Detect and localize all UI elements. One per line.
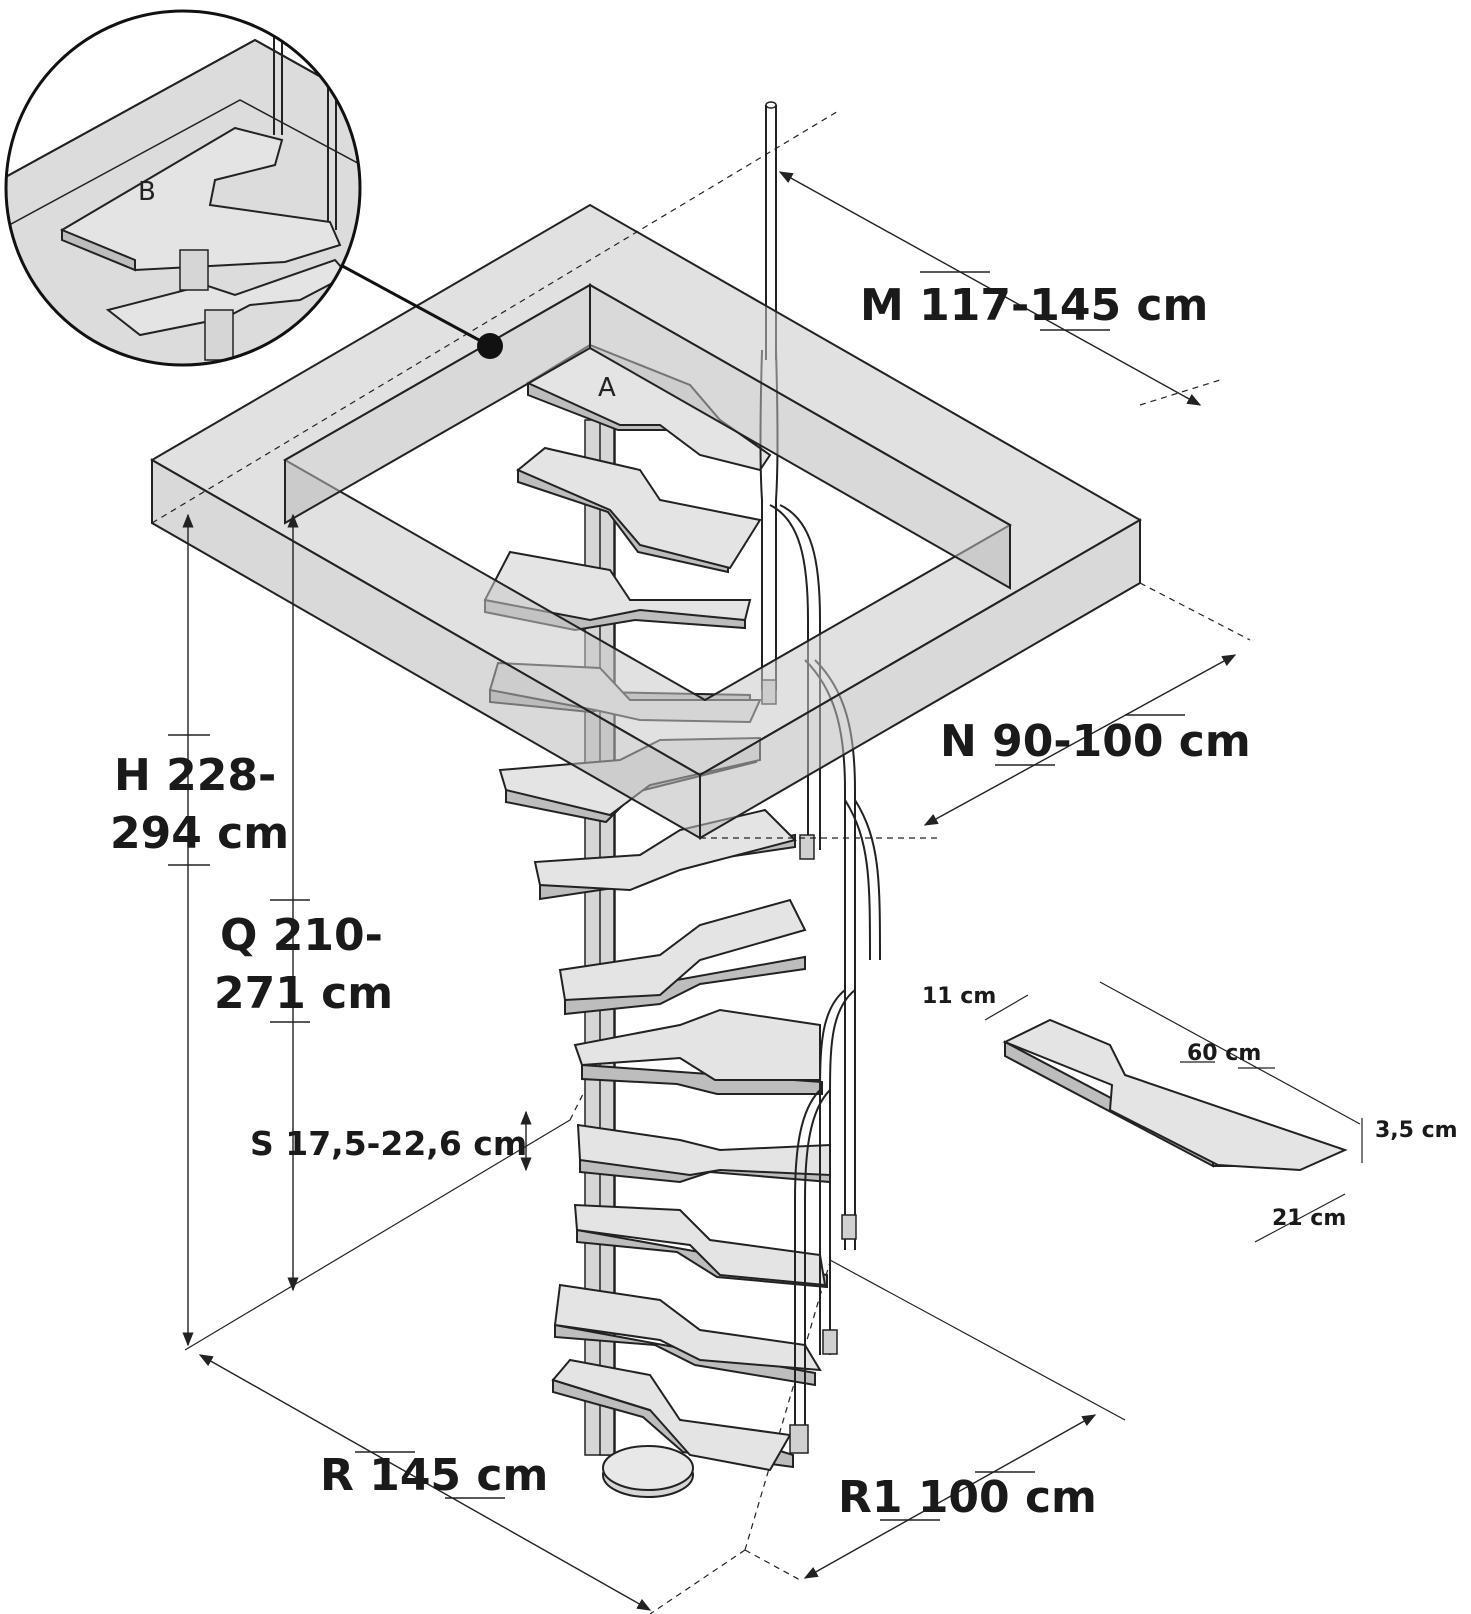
- detail-callout: [334, 260, 503, 359]
- dim-r1-label: R1 100 cm: [838, 1472, 1097, 1523]
- tread-thickness-label: 3,5 cm: [1375, 1118, 1458, 1143]
- dim-h-label-2: 294 cm: [110, 808, 289, 859]
- tread-2: [516, 446, 762, 570]
- dim-q-label-1: Q 210-: [220, 910, 383, 961]
- tread-width-label: 11 cm: [922, 984, 996, 1009]
- dimension-labels: M 117-145 cm N 90-100 cm H 228- 294 cm Q…: [110, 280, 1251, 1523]
- marker-b: B: [138, 177, 156, 207]
- tread-detail-shape: [1002, 1018, 1348, 1172]
- ceiling-slab: [150, 203, 1143, 840]
- dim-r-label: R 145 cm: [320, 1450, 548, 1501]
- tread-7: [558, 898, 807, 1002]
- dim-s-label: S 17,5-22,6 cm: [250, 1124, 527, 1163]
- tread-8: [573, 1008, 821, 1081]
- tread-length-label: 60 cm: [1187, 1041, 1261, 1066]
- base-plate: [602, 1445, 694, 1498]
- tread-3: [483, 550, 752, 622]
- detail-circle: [4, 9, 362, 367]
- dim-h-label-1: H 228-: [114, 750, 276, 801]
- dim-q-label-2: 271 cm: [214, 968, 393, 1019]
- marker-labels: A B: [138, 177, 616, 403]
- tread-detail: [984, 981, 1363, 1243]
- stair-treads: [483, 343, 831, 1472]
- tread-detail-labels: 11 cm 60 cm 3,5 cm 21 cm: [922, 984, 1458, 1231]
- dim-m-label: M 117-145 cm: [860, 280, 1208, 331]
- dim-n-label: N 90-100 cm: [940, 716, 1251, 767]
- dimension-lines: [168, 171, 1237, 1611]
- marker-a: A: [598, 373, 616, 403]
- tread-6: [533, 808, 797, 892]
- tread-depth-label: 21 cm: [1272, 1206, 1346, 1231]
